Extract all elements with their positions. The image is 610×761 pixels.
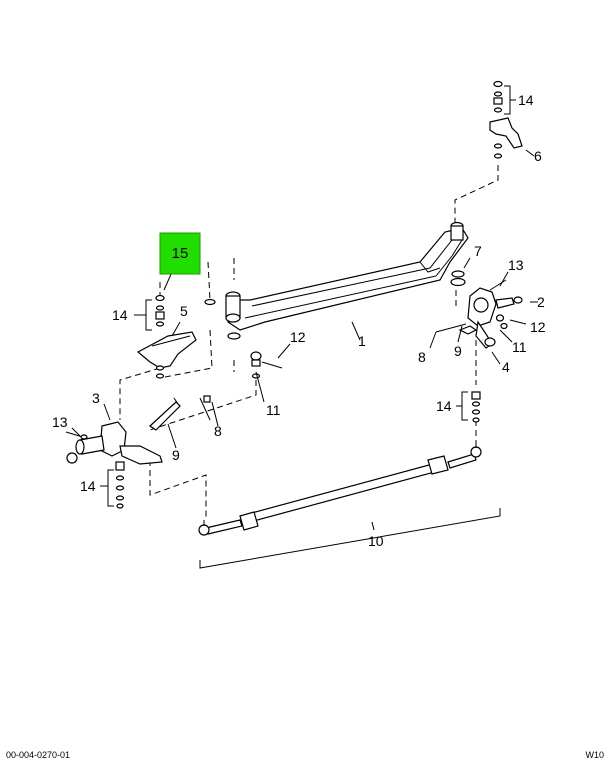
callout-8-right[interactable]: 8: [418, 349, 426, 365]
tie-rod-assembly: [198, 440, 482, 536]
bracket-14-top: [504, 85, 516, 115]
highlighted-callout-15[interactable]: 15: [159, 232, 201, 275]
footer-drawing-number: 00-004-0270-01: [6, 750, 70, 760]
callout-12-right[interactable]: 12: [530, 319, 546, 335]
callout-6[interactable]: 6: [534, 148, 542, 164]
left-upper-stack: [136, 294, 197, 379]
left-lower-stack: [115, 461, 125, 509]
bracket-14-leftmid: [134, 299, 152, 331]
left-beam-washers: [204, 298, 241, 340]
bracket-10: [199, 508, 501, 569]
callout-9-left[interactable]: 9: [172, 447, 180, 463]
right-lower-stack: [471, 391, 481, 423]
center-clamp: [250, 351, 283, 379]
callout-9-right[interactable]: 9: [454, 343, 462, 359]
callout-13-left[interactable]: 13: [52, 414, 68, 430]
callout-4[interactable]: 4: [502, 359, 510, 375]
bracket-14-right: [456, 391, 468, 421]
callout-3[interactable]: 3: [92, 390, 100, 406]
leader-lines: [71, 149, 538, 449]
callout-12-left[interactable]: 12: [290, 329, 306, 345]
highlight-box[interactable]: [159, 232, 201, 275]
callout-8-left[interactable]: 8: [214, 423, 222, 439]
callout-11-left[interactable]: 11: [266, 402, 281, 418]
callout-14-leftbottom[interactable]: 14: [80, 478, 96, 494]
right-knuckle-assembly: [435, 270, 523, 349]
left-knuckle-assembly: [65, 395, 211, 465]
callout-7[interactable]: 7: [474, 243, 482, 259]
callout-10[interactable]: 10: [368, 533, 384, 549]
callout-2[interactable]: 2: [537, 294, 545, 310]
bracket-14-leftbottom: [100, 469, 114, 507]
footer-sheet-code: W10: [585, 750, 604, 760]
callout-11-right[interactable]: 11: [512, 339, 527, 355]
callout-14-leftmid[interactable]: 14: [112, 307, 128, 323]
callout-5[interactable]: 5: [180, 303, 188, 319]
callout-14-right[interactable]: 14: [436, 398, 452, 414]
callout-1[interactable]: 1: [358, 333, 366, 349]
right-kingpin-stack: [489, 80, 523, 159]
callout-14-top[interactable]: 14: [518, 92, 534, 108]
callout-labels: 1 2 3 4 5 6 7 8 8 9 9 10 11 11 12 12 13 …: [52, 92, 546, 549]
callout-15-label[interactable]: 15: [172, 245, 189, 262]
callout-13-right[interactable]: 13: [508, 257, 524, 273]
assembly-guide-lines: [119, 165, 499, 520]
axle-beam: [225, 221, 469, 331]
